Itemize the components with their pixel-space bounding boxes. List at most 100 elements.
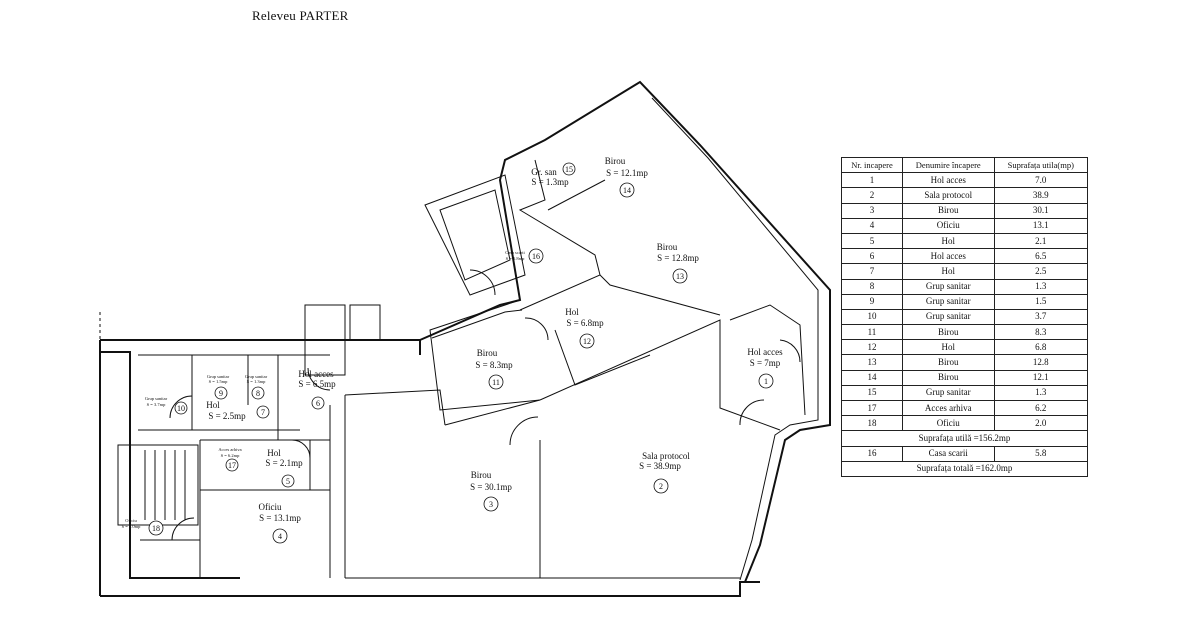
room-number: 17 — [228, 461, 236, 470]
staircases — [117, 174, 526, 526]
room-area: S = 3.7mp — [147, 402, 166, 407]
room-number: 8 — [256, 389, 260, 398]
room-number: 12 — [583, 337, 591, 346]
doors — [169, 269, 801, 541]
room-name: Birou — [477, 348, 498, 358]
table-cell: Oficiu — [901, 415, 995, 432]
room-area: S = 1.5mp — [209, 379, 228, 384]
table-cell: 7.0 — [993, 172, 1089, 189]
room-name: Grup sanitar — [145, 396, 168, 401]
table-cell: 2 — [841, 187, 903, 204]
room-number: 9 — [219, 389, 223, 398]
room-area: S = 2.1mp — [265, 458, 303, 468]
table-cell: 3 — [841, 202, 903, 219]
table-cell: 7 — [841, 263, 903, 280]
room-name: Birou — [657, 242, 678, 252]
room-number: 5 — [286, 477, 290, 486]
table-cell: Birou — [901, 202, 995, 219]
table-cell: 10 — [841, 308, 903, 326]
table-header-row: Nr. incapere Denumire încapere Suprafața… — [841, 156, 1089, 174]
room-area: S = 6.5mp — [298, 379, 336, 389]
subtotal-cell: Suprafața utilă =156.2mp — [841, 430, 1088, 447]
room-number: 16 — [532, 252, 540, 261]
page-title: Releveu PARTER — [252, 8, 349, 23]
exterior-walls — [99, 80, 831, 597]
table-cell: Casa scarii — [901, 445, 995, 462]
table-cell: Hol acces — [901, 248, 995, 265]
table-cell: Acces arhiva — [901, 399, 995, 417]
subtotal-row: Suprafața utilă =156.2mp — [841, 430, 1088, 447]
table-cell: 38.9 — [993, 187, 1089, 204]
area-table: Nr. incapere Denumire încapere Suprafața… — [841, 156, 1089, 477]
room-area: S = 30.1mp — [470, 482, 512, 492]
room-name: Hol — [565, 307, 579, 317]
room-area: S = 6.8mp — [566, 318, 604, 328]
room-number: 14 — [623, 186, 631, 195]
table-cell: 18 — [841, 415, 903, 432]
table-cell: 6.2 — [993, 399, 1089, 417]
room-name: Hol — [206, 400, 220, 410]
room-name: Hol acces — [747, 347, 783, 357]
room-number: 18 — [152, 524, 160, 533]
table-cell: 13.1 — [993, 217, 1089, 234]
table-cell: Birou — [901, 354, 995, 371]
room-area: S = 12.8mp — [657, 253, 699, 263]
interior-walls — [138, 159, 806, 579]
table-cell: 30.1 — [993, 202, 1089, 219]
room-area: S = 5.8mp — [506, 256, 525, 261]
room-number: 15 — [565, 165, 573, 174]
room-area: S = 13.1mp — [259, 513, 301, 523]
room-name: Casa scarii — [505, 250, 525, 255]
room-number: 2 — [659, 482, 663, 491]
room-name: Hol acces — [298, 369, 334, 379]
table-cell: 15 — [841, 384, 903, 402]
table-row: 16 Casa scarii 5.8 — [841, 445, 1089, 462]
room-number: 13 — [676, 272, 684, 281]
table-cell: 3.7 — [993, 308, 1089, 326]
table-cell: 6 — [841, 248, 903, 265]
room-number: 1 — [764, 377, 768, 386]
table-cell: 16 — [841, 445, 903, 462]
table-cell: Grup sanitar — [901, 293, 995, 310]
room-name: Birou — [471, 470, 492, 480]
table-cell: 2.5 — [993, 263, 1089, 280]
room-area: S = 6.2mp — [221, 453, 240, 458]
table-cell: 14 — [841, 369, 903, 386]
room-name: Grup sanitar — [207, 374, 230, 379]
table-cell: Grup sanitar — [901, 308, 995, 326]
table-cell: Grup sanitar — [901, 278, 995, 295]
room-name: Grup sanitar — [245, 374, 268, 379]
room-number: 10 — [177, 404, 185, 413]
room-number: 6 — [316, 399, 320, 408]
stair-treads — [144, 450, 186, 520]
table-cell: 12.1 — [993, 369, 1089, 386]
room-area: S = 12.1mp — [606, 168, 648, 178]
room-number: 11 — [492, 378, 500, 387]
table-cell: 11 — [841, 324, 903, 341]
room-labels: Gr. san S = 1.3mp 15 Birou S = 12.1mp 14… — [122, 156, 783, 544]
room-area: S = 8.3mp — [475, 360, 513, 370]
table-cell: 5 — [841, 232, 903, 250]
room-name: Acces arhiva — [218, 447, 241, 452]
room-number: 4 — [278, 532, 282, 541]
table-cell: Sala protocol — [901, 187, 995, 204]
table-cell: Hol — [901, 339, 995, 356]
table-cell: Hol acces — [901, 172, 995, 189]
table-cell: Hol — [901, 263, 995, 280]
table-cell: 9 — [841, 293, 903, 310]
